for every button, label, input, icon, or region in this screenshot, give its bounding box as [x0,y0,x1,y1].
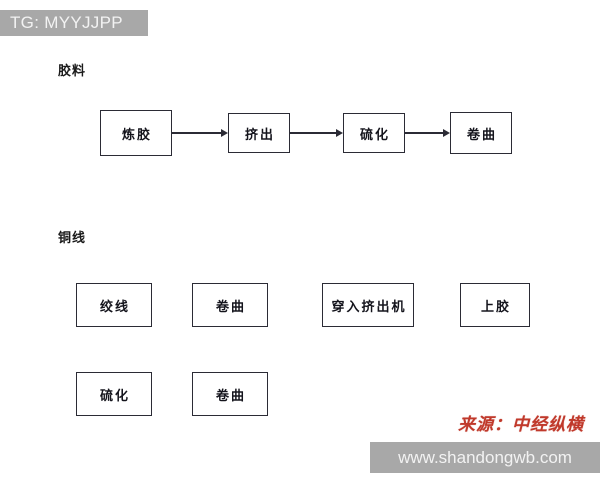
section-caption: 胶料 [58,64,87,79]
process-node-label: 卷曲 [215,388,246,404]
process-node: 炼胶 [100,110,172,156]
process-node: 绞线 [76,283,152,327]
flow-arrow-head-icon [443,128,450,137]
flow-arrow [172,128,228,137]
process-node: 卷曲 [450,112,512,154]
process-node-label: 绞线 [99,299,130,315]
process-node-label: 硫化 [359,127,390,143]
process-node: 挤出 [228,113,290,153]
process-node: 硫化 [76,372,152,416]
process-node-label: 炼胶 [121,127,152,143]
flow-arrow-head-icon [336,128,343,137]
process-node: 卷曲 [192,283,268,327]
process-node-label: 上胶 [480,299,511,315]
telegram-watermark-text: TG: MYYJJPP [10,13,123,32]
flow-arrow-shaft [290,132,336,134]
process-node-label: 挤出 [244,127,275,143]
process-node: 上胶 [460,283,530,327]
flow-arrow [405,128,450,137]
process-node: 卷曲 [192,372,268,416]
process-node: 硫化 [343,113,405,153]
site-watermark-text: www.shandongwb.com [398,447,572,467]
site-watermark-banner: www.shandongwb.com [370,442,600,473]
telegram-watermark-banner: TG: MYYJJPP [0,10,148,36]
section-caption: 铜线 [58,231,87,246]
source-credit-text: 来源：中经纵横 [458,415,584,435]
process-node-label: 卷曲 [466,127,497,143]
process-node-label: 卷曲 [215,299,246,315]
flow-arrow [290,128,343,137]
flow-arrow-shaft [172,132,221,134]
process-node: 穿入挤出机 [322,283,414,327]
process-node-label: 硫化 [99,388,130,404]
flow-arrow-shaft [405,132,443,134]
process-node-label: 穿入挤出机 [331,299,407,315]
flow-arrow-head-icon [221,128,228,137]
